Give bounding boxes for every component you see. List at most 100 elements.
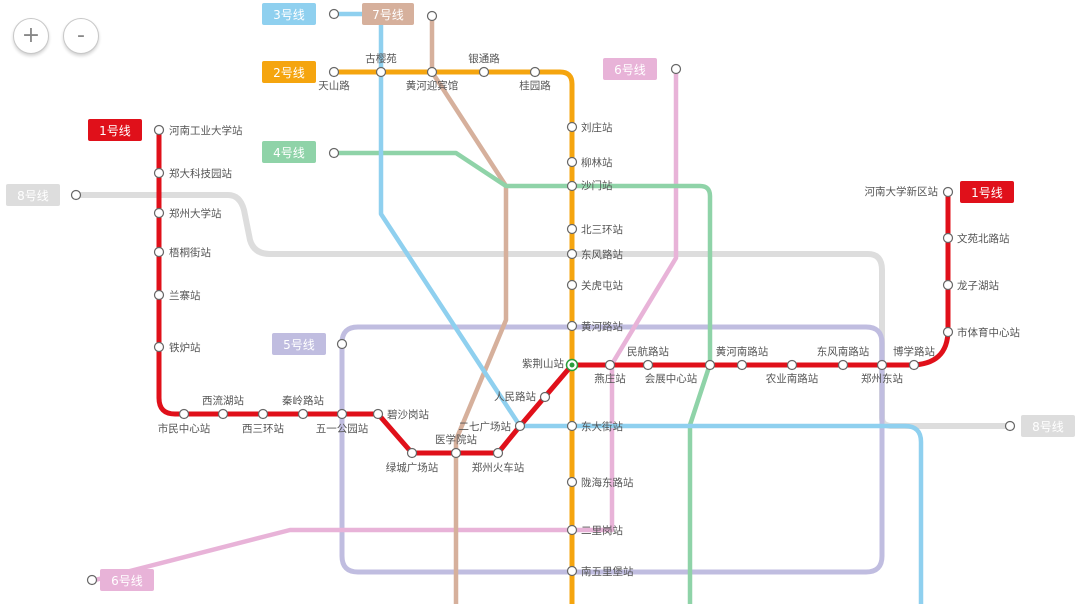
svg-text:2号线: 2号线 <box>273 66 305 80</box>
station-qinlinglu[interactable]: 秦岭路站 <box>282 394 324 420</box>
station-huanghelu[interactable]: 黄河路站 <box>566 320 624 333</box>
station-henandaxuexinqu[interactable]: 河南大学新区站 <box>865 185 954 198</box>
line5-badge[interactable]: 5号线 <box>272 333 326 355</box>
station-zhengzhoudong[interactable]: 郑州东站 <box>861 359 903 386</box>
station-beisanhuan[interactable]: 北三环站 <box>566 223 624 236</box>
svg-text:绿城广场站: 绿城广场站 <box>386 461 439 474</box>
line4-badge[interactable]: 4号线 <box>262 141 316 163</box>
station-guanhutun[interactable]: 关虎屯站 <box>566 279 624 292</box>
station-henan-gongye[interactable]: 河南工业大学站 <box>153 124 243 137</box>
svg-text:东风路站: 东风路站 <box>581 248 623 261</box>
svg-text:五一公园站: 五一公园站 <box>316 422 369 435</box>
line7-track <box>429 13 509 604</box>
station-huangheyingbinguan[interactable]: 黄河迎宾馆 <box>406 66 459 93</box>
station-erqiguangchang[interactable]: 二七广场站 <box>459 420 526 433</box>
svg-text:河南大学新区站: 河南大学新区站 <box>865 185 939 198</box>
line8-badge-east[interactable]: 8号线 <box>1021 415 1075 437</box>
station-minhanglu[interactable]: 民航路站 <box>627 345 669 371</box>
svg-text:市体育中心站: 市体育中心站 <box>957 326 1020 339</box>
svg-text:4号线: 4号线 <box>273 146 305 160</box>
station-xiliuhu[interactable]: 西流湖站 <box>202 394 244 420</box>
line5-terminal-dot[interactable] <box>336 338 348 350</box>
station-dongfengnanlu[interactable]: 东风南路站 <box>817 345 870 371</box>
station-shitiyuzhongxin[interactable]: 市体育中心站 <box>942 326 1021 339</box>
station-wutongjie[interactable]: 梧桐街站 <box>153 246 212 259</box>
station-lanzhai[interactable]: 兰寨站 <box>153 289 201 302</box>
line3-track <box>331 11 924 604</box>
station-liuzhuang[interactable]: 刘庄站 <box>566 121 613 134</box>
svg-text:文苑北路站: 文苑北路站 <box>957 232 1010 245</box>
station-xisanhuan[interactable]: 西三环站 <box>242 408 284 436</box>
svg-text:关虎屯站: 关虎屯站 <box>581 279 623 292</box>
station-liulin[interactable]: 柳林站 <box>566 156 613 169</box>
svg-text:人民路站: 人民路站 <box>494 390 536 403</box>
station-huanghenanlu[interactable]: 黄河南路站 <box>704 345 769 371</box>
station-zhengzhou-daxue[interactable]: 郑州大学站 <box>153 207 222 220</box>
line1-badge-east[interactable]: 1号线 <box>960 181 1014 203</box>
station-yixueyuan[interactable]: 医学院站 <box>435 433 477 459</box>
station-renminlu[interactable]: 人民路站 <box>494 390 551 403</box>
svg-text:博学路站: 博学路站 <box>893 345 935 358</box>
station-zhengzhouhuochezhan[interactable]: 郑州火车站 <box>472 447 525 475</box>
svg-text:西流湖站: 西流湖站 <box>202 394 244 407</box>
station-guiyuanlu[interactable]: 桂园路 <box>519 66 551 93</box>
svg-text:古樱苑: 古樱苑 <box>365 52 397 65</box>
zoom-out-button[interactable]: - <box>63 18 99 54</box>
line6-badge-north[interactable]: 6号线 <box>603 58 657 80</box>
station-yanzhuang[interactable]: 燕庄站 <box>594 359 626 386</box>
svg-text:郑州东站: 郑州东站 <box>861 372 903 385</box>
station-dongdajie[interactable]: 东大街站 <box>566 420 624 433</box>
svg-text:东大街站: 东大街站 <box>581 420 623 433</box>
svg-text:秦岭路站: 秦岭路站 <box>282 394 324 407</box>
line6-badge-south[interactable]: 6号线 <box>100 569 154 591</box>
line8-track <box>73 192 1013 429</box>
line8-badge-west[interactable]: 8号线 <box>6 184 60 206</box>
station-zhengda-keji[interactable]: 郑大科技园站 <box>153 167 233 180</box>
line3-badge[interactable]: 3号线 <box>262 3 316 25</box>
station-bishagang[interactable]: 碧沙岗站 <box>372 408 430 421</box>
svg-text:1号线: 1号线 <box>971 186 1003 200</box>
svg-text:会展中心站: 会展中心站 <box>645 372 698 385</box>
line7-terminal-dot[interactable] <box>426 10 438 22</box>
svg-text:郑州大学站: 郑州大学站 <box>169 207 222 220</box>
station-lvchengguangchang[interactable]: 绿城广场站 <box>386 447 439 475</box>
line8-terminal-dot-east[interactable] <box>1004 420 1016 432</box>
line1-badge-west[interactable]: 1号线 <box>88 119 142 141</box>
station-wuyigongyuan[interactable]: 五一公园站 <box>316 408 369 436</box>
line4-terminal-dot[interactable] <box>328 147 340 159</box>
station-boxuelu[interactable]: 博学路站 <box>893 345 935 371</box>
station-yintonglu[interactable]: 银通路 <box>468 52 500 78</box>
station-tianshanlu[interactable]: 天山路 <box>318 79 350 92</box>
line2-badge[interactable]: 2号线 <box>262 61 316 83</box>
station-nanwulipu[interactable]: 南五里堡站 <box>566 565 634 578</box>
svg-text:天山路: 天山路 <box>318 79 350 92</box>
station-huizhanzhongxin[interactable]: 会展中心站 <box>645 372 698 385</box>
svg-text:7号线: 7号线 <box>372 8 404 22</box>
svg-text:兰寨站: 兰寨站 <box>169 289 201 302</box>
station-tielu[interactable]: 铁炉站 <box>153 341 201 354</box>
zoom-in-button[interactable]: + <box>13 18 49 54</box>
station-longhaidonglu[interactable]: 陇海东路站 <box>566 476 634 489</box>
station-longzihu[interactable]: 龙子湖站 <box>942 279 1000 292</box>
station-zijingshan[interactable]: 紫荆山站 <box>522 357 579 372</box>
svg-text:1号线: 1号线 <box>99 124 131 138</box>
line8-terminal-dot-west[interactable] <box>70 189 82 201</box>
svg-text:二七广场站: 二七广场站 <box>459 420 512 433</box>
station-dongfenglu[interactable]: 东风路站 <box>566 248 624 261</box>
station-shiminzhongxin[interactable]: 市民中心站 <box>158 408 211 436</box>
svg-text:农业南路站: 农业南路站 <box>766 372 819 385</box>
station-wenyuanbeilu[interactable]: 文苑北路站 <box>942 232 1010 245</box>
line6-terminal-dot-north[interactable] <box>670 63 682 75</box>
line6-terminal-dot-south[interactable] <box>86 574 98 586</box>
svg-text:医学院站: 医学院站 <box>435 433 477 446</box>
station-shamen[interactable]: 沙门站 <box>566 179 613 192</box>
station-guyingyuan[interactable]: 古樱苑 <box>365 52 397 78</box>
line2-terminal-dot[interactable] <box>328 66 340 78</box>
svg-text:6号线: 6号线 <box>111 574 143 588</box>
line7-badge[interactable]: 7号线 <box>362 3 414 25</box>
station-nongyenanlu[interactable]: 农业南路站 <box>736 359 819 386</box>
line5-track <box>339 324 885 575</box>
line3-terminal-dot[interactable] <box>328 8 340 20</box>
station-erligang[interactable]: 二里岗站 <box>566 524 624 537</box>
